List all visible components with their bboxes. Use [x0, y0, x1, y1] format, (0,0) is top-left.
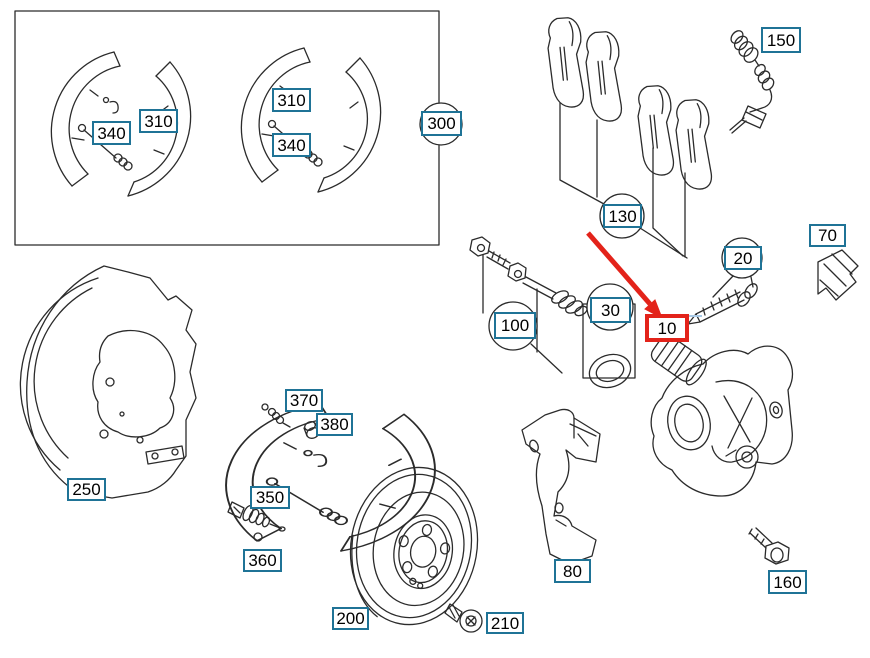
shoe-pin-spring-drawing — [261, 403, 291, 428]
brake-caliper-drawing — [650, 334, 794, 497]
callout-340-right[interactable]: 340 — [272, 133, 311, 157]
set-screw-drawing — [444, 603, 483, 633]
callout-300[interactable]: 300 — [421, 111, 462, 136]
callout-150[interactable]: 150 — [761, 27, 801, 53]
caliper-carrier-drawing — [521, 408, 601, 565]
callout-10-highlighted[interactable]: 10 — [645, 314, 689, 342]
caliper-bolt-drawing — [748, 527, 790, 565]
callout-250[interactable]: 250 — [67, 478, 106, 501]
callout-360[interactable]: 360 — [243, 549, 282, 572]
guide-bolt-kit-drawing — [469, 236, 588, 374]
bleeder-valve-drawing — [687, 275, 758, 325]
adjuster-drawing — [227, 501, 286, 532]
callout-370[interactable]: 370 — [285, 389, 323, 412]
adjuster-cap-drawing — [253, 532, 263, 542]
retaining-spring-drawing — [817, 249, 859, 301]
callout-160[interactable]: 160 — [768, 570, 807, 594]
callout-200[interactable]: 200 — [332, 607, 369, 630]
callout-130[interactable]: 130 — [603, 204, 642, 228]
callout-350[interactable]: 350 — [250, 486, 290, 509]
brake-shoe-set-right-drawing — [240, 47, 382, 193]
callout-340-left[interactable]: 340 — [92, 121, 131, 145]
callout-210[interactable]: 210 — [486, 612, 524, 634]
callout-70[interactable]: 70 — [809, 224, 846, 247]
backing-plate-drawing — [19, 265, 197, 499]
brake-pads-drawing — [545, 16, 715, 259]
callout-380[interactable]: 380 — [316, 413, 353, 436]
callout-80[interactable]: 80 — [554, 559, 591, 583]
callout-310-right[interactable]: 310 — [272, 88, 311, 112]
callout-100[interactable]: 100 — [494, 312, 536, 339]
wear-sensor-drawing — [729, 30, 775, 134]
brake-disc-drawing — [349, 466, 479, 626]
callout-30[interactable]: 30 — [590, 297, 631, 323]
callout-310-left[interactable]: 310 — [139, 109, 178, 133]
callout-20[interactable]: 20 — [724, 246, 762, 270]
